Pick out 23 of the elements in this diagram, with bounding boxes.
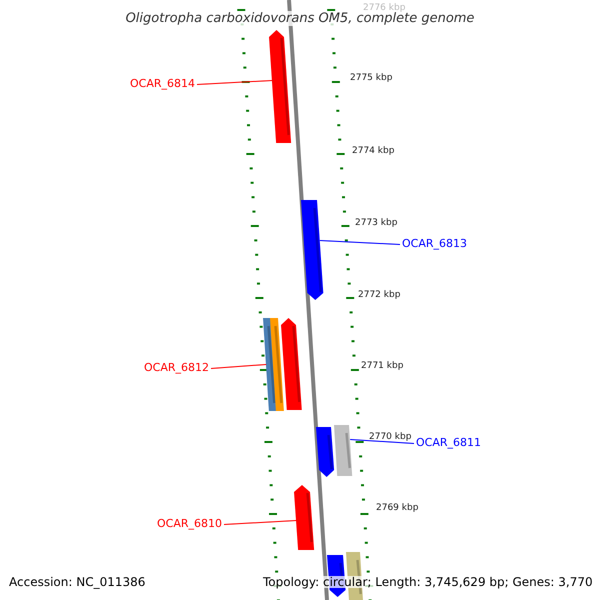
gene-arrow xyxy=(334,425,352,476)
gene-label: OCAR_6812 xyxy=(144,362,210,373)
leader-line xyxy=(224,520,297,525)
scale-label: 2769 kbp xyxy=(376,504,418,513)
scale-label: 2774 kbp xyxy=(352,147,394,156)
leader-line xyxy=(210,364,267,369)
gene-arrow xyxy=(301,200,324,300)
title: Oligotropha carboxidovorans OM5, complete genome xyxy=(124,11,476,26)
accession-text: Accession: NC_011386 xyxy=(9,576,146,588)
leader-line xyxy=(196,80,273,85)
scale-label: 2775 kbp xyxy=(350,74,392,83)
gene-label: OCAR_6814 xyxy=(130,78,196,89)
gene-arrow xyxy=(269,30,292,143)
gene-label: OCAR_6810 xyxy=(157,518,222,529)
gene-arrow xyxy=(263,318,277,411)
scale-label: 2771 kbp xyxy=(361,362,404,371)
leader-line xyxy=(319,240,400,245)
leader-line xyxy=(350,439,414,444)
gene-label: OCAR_6813 xyxy=(402,238,468,249)
scale-label: 2776 kbp xyxy=(363,4,406,13)
gene-arrow xyxy=(294,485,314,550)
gene-label: OCAR_6811 xyxy=(416,437,482,448)
scale-label: 2772 kbp xyxy=(358,291,400,300)
